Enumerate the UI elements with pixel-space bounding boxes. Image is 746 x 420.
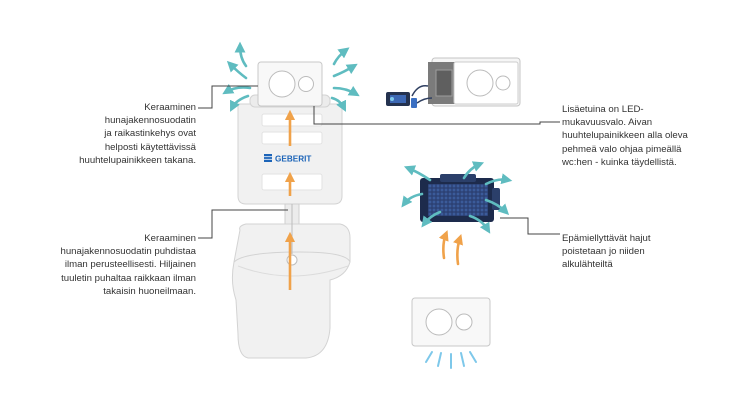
filter-airflow-arrows <box>401 161 513 234</box>
geberit-logo-icon <box>264 154 272 162</box>
toilet-rim <box>233 251 351 263</box>
leader-lines <box>198 85 560 239</box>
flush-button-large <box>268 70 296 98</box>
label-led-light: Lisäetuina on LED- mukavuusvalo. Aivan h… <box>562 104 688 168</box>
label-filter-cleaning: Keraaminen hunajakennosuodatin puhdistaa… <box>60 233 197 297</box>
cistern-panel <box>261 131 323 145</box>
flush-button-small <box>298 76 314 92</box>
cistern-panel <box>261 173 323 191</box>
odour-arrows <box>438 230 463 266</box>
toilet-seat <box>237 265 349 277</box>
flush-plate-main <box>257 61 323 107</box>
led-light-rays <box>425 351 477 369</box>
geberit-logo: GEBERIT <box>275 154 311 163</box>
led-module-illustration <box>386 57 521 108</box>
fan-outlet <box>286 254 298 266</box>
cistern-panel <box>261 113 323 127</box>
label-odour-removal: Epämiellyttävät hajut poistetaan jo niid… <box>562 233 651 271</box>
flush-plate-led <box>411 297 491 347</box>
label-filter-access: Keraaminen hunajakennosuodatin ja raikas… <box>79 102 196 166</box>
fresh-air-arrows <box>222 41 360 112</box>
toilet-assembly: GEBERIT <box>231 94 351 359</box>
honeycomb-filter-icon <box>420 174 500 222</box>
toilet-bowl <box>231 223 351 359</box>
